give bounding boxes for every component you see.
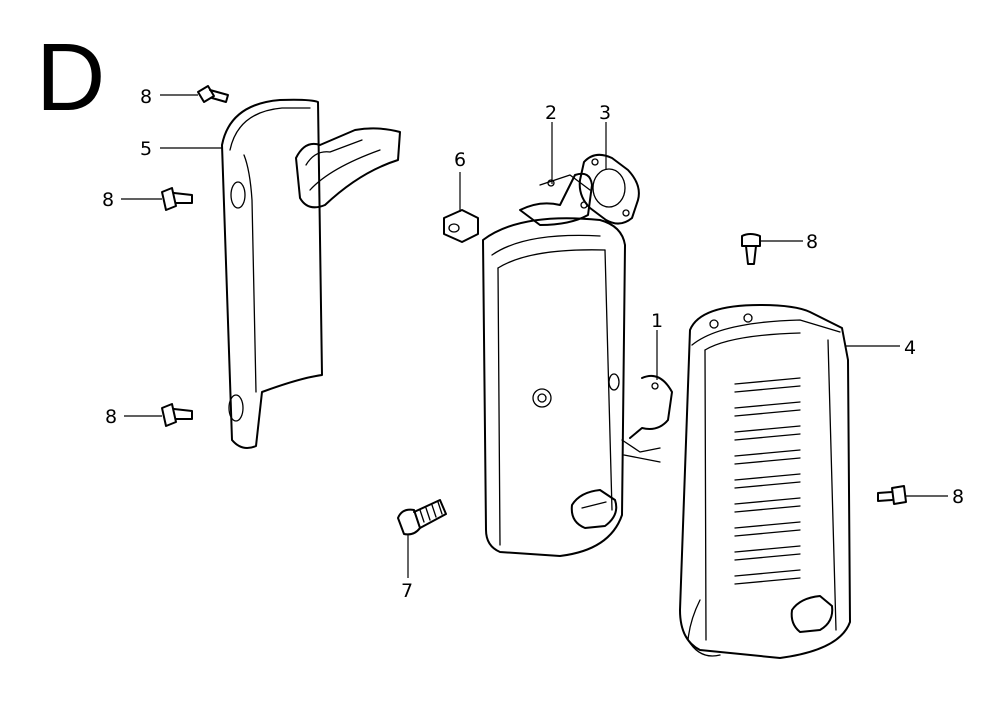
callout-8-upper-right: 8 (806, 231, 818, 253)
section-letter: D (36, 24, 105, 131)
part-7-bolt (397, 499, 447, 536)
callout-8-lower-left: 8 (105, 406, 117, 428)
leader-lines (121, 94, 948, 578)
part-2-flange (519, 172, 593, 226)
part-8-bolt-b (161, 187, 193, 211)
part-8-bolt-d (741, 233, 761, 265)
part-8-bolt-c (161, 403, 193, 427)
muffler-body (482, 217, 626, 557)
callout-8-top-left: 8 (140, 86, 152, 108)
callout-6: 6 (454, 149, 466, 171)
part-8-bolt-e (877, 485, 907, 505)
callout-1: 1 (651, 310, 663, 332)
part-4-vent-slots (734, 377, 801, 585)
callout-4: 4 (904, 337, 916, 359)
callout-5: 5 (140, 138, 152, 160)
callout-8-mid-left: 8 (102, 189, 114, 211)
callout-2: 2 (545, 102, 557, 124)
callout-8-lower-right: 8 (952, 486, 964, 508)
part-5-heat-shield (221, 98, 401, 449)
callout-7: 7 (401, 580, 413, 602)
part-8-bolt-a (197, 85, 229, 103)
callout-3: 3 (599, 102, 611, 124)
part-6-nut (443, 209, 479, 243)
part-4-protector (679, 304, 851, 659)
part-3-gasket (578, 153, 640, 225)
part-1-stay (621, 374, 673, 463)
